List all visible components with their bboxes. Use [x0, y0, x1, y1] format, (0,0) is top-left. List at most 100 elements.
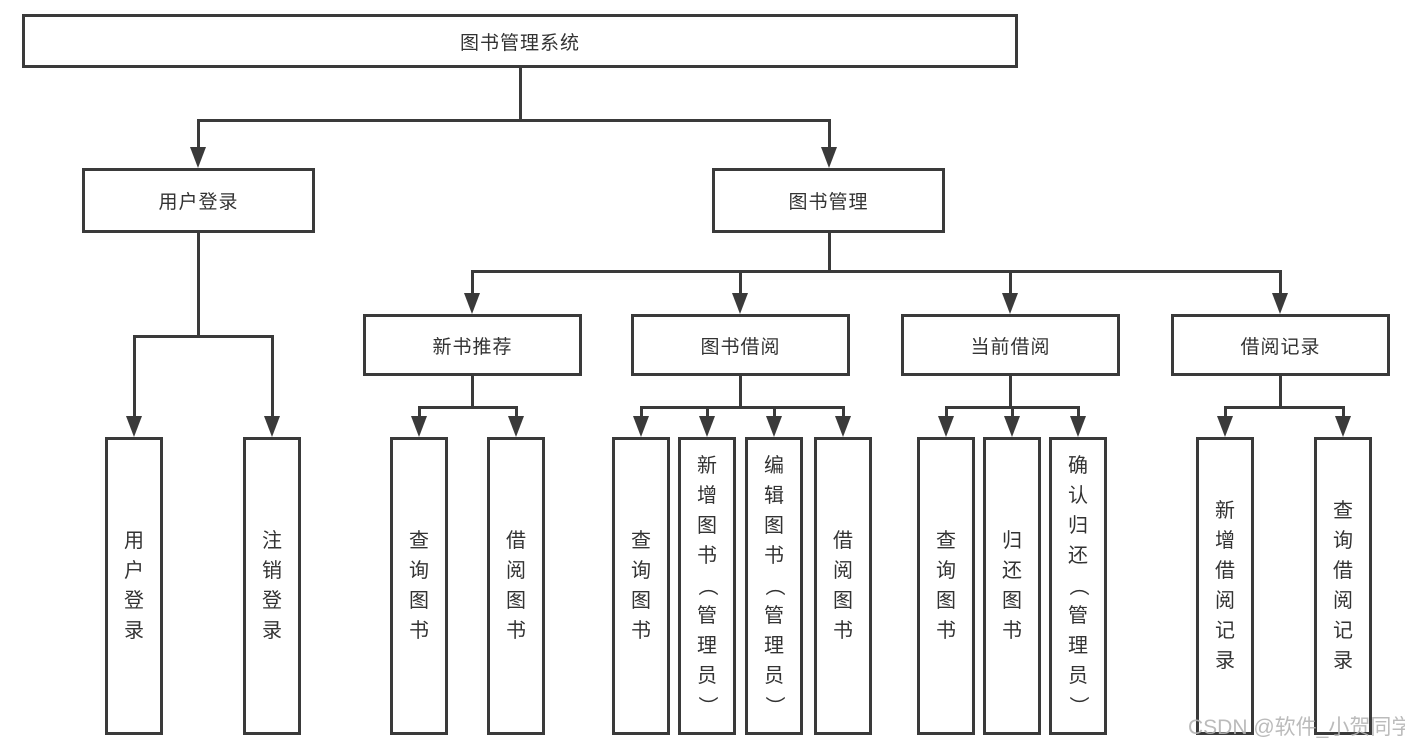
- connector-line: [738, 376, 742, 409]
- arrowhead-icon: [699, 416, 715, 437]
- connector-line: [639, 407, 643, 422]
- vertical-char: 理: [1068, 635, 1088, 657]
- vertical-char: 录: [1215, 650, 1235, 672]
- connector-line: [827, 120, 831, 153]
- vertical-char: 员: [697, 665, 717, 687]
- vertical-char: 员: [1068, 665, 1088, 687]
- vertical-char: 登: [262, 590, 282, 612]
- connector-line: [1223, 407, 1227, 422]
- connector-line: [841, 407, 845, 422]
- vertical-char: 用: [124, 530, 144, 552]
- vertical-char: 询: [1333, 530, 1353, 552]
- connector-line: [417, 407, 421, 422]
- leaf-return-books: 归还图书: [983, 437, 1041, 735]
- arrowhead-icon: [126, 416, 142, 437]
- vertical-char: 编: [764, 455, 784, 477]
- vertical-char: 图: [631, 590, 651, 612]
- connector-line: [772, 407, 776, 422]
- arrowhead-icon: [411, 416, 427, 437]
- vertical-char: 录: [1333, 650, 1353, 672]
- leaf-add-borrow-record: 新增借阅记录: [1196, 437, 1254, 735]
- arrowhead-icon: [938, 416, 954, 437]
- vertical-char: 确: [1068, 455, 1088, 477]
- vertical-char: 书: [936, 620, 956, 642]
- vertical-char: 书: [1002, 620, 1022, 642]
- vertical-char: 阅: [1333, 590, 1353, 612]
- node-label: 用户登录: [108, 440, 160, 732]
- vertical-char: 阅: [1215, 590, 1235, 612]
- connector-line: [944, 407, 948, 422]
- node-label: 新书推荐: [432, 336, 513, 358]
- vertical-char: 管: [764, 605, 784, 627]
- vertical-char: （: [1067, 576, 1089, 596]
- vertical-char: 登: [124, 590, 144, 612]
- node-user-login: 用户登录: [82, 168, 315, 233]
- vertical-char: 新: [697, 455, 717, 477]
- arrowhead-icon: [464, 293, 480, 314]
- arrowhead-icon: [766, 416, 782, 437]
- connector-line: [1278, 271, 1282, 299]
- leaf-query-books-1: 查询图书: [390, 437, 448, 735]
- connector-line: [1278, 376, 1282, 409]
- leaf-query-borrow-record: 查询借阅记录: [1314, 437, 1372, 735]
- node-label: 新增图书（管理员）: [681, 440, 733, 732]
- connector-line: [518, 68, 522, 122]
- arrowhead-icon: [1335, 416, 1351, 437]
- vertical-char: 查: [409, 530, 429, 552]
- vertical-char: 书: [409, 620, 429, 642]
- vertical-char: 图: [1002, 590, 1022, 612]
- vertical-char: 书: [697, 545, 717, 567]
- connector-line: [639, 405, 845, 409]
- arrowhead-icon: [264, 416, 280, 437]
- vertical-char: 注: [262, 530, 282, 552]
- vertical-char: 记: [1333, 620, 1353, 642]
- vertical-char: 借: [1333, 560, 1353, 582]
- vertical-char: 辑: [764, 485, 784, 507]
- node-label: 新增借阅记录: [1199, 440, 1251, 732]
- vertical-char: 录: [124, 620, 144, 642]
- vertical-char: 增: [1215, 530, 1235, 552]
- node-label: 用户登录: [158, 192, 239, 213]
- leaf-borrow-books-2: 借阅图书: [814, 437, 872, 735]
- connector-line: [1076, 407, 1080, 422]
- arrowhead-icon: [1004, 416, 1020, 437]
- leaf-query-books-2: 查询图书: [612, 437, 670, 735]
- connector-line: [827, 233, 831, 273]
- node-current-borrowing: 当前借阅: [901, 314, 1120, 376]
- vertical-char: 书: [506, 620, 526, 642]
- vertical-char: 借: [1215, 560, 1235, 582]
- node-label: 确认归还（管理员）: [1052, 440, 1104, 732]
- node-label: 图书借阅: [700, 336, 781, 358]
- arrowhead-icon: [1217, 416, 1233, 437]
- vertical-char: 理: [764, 635, 784, 657]
- node-new-book-recommend: 新书推荐: [363, 314, 582, 376]
- vertical-char: 图: [506, 590, 526, 612]
- vertical-char: 询: [631, 560, 651, 582]
- node-label: 查询图书: [393, 440, 445, 732]
- connector-line: [1008, 271, 1012, 299]
- vertical-char: 管: [1068, 605, 1088, 627]
- leaf-edit-books-admin: 编辑图书（管理员）: [745, 437, 803, 735]
- node-label: 归还图书: [986, 440, 1038, 732]
- vertical-char: 书: [764, 545, 784, 567]
- node-label: 编辑图书（管理员）: [748, 440, 800, 732]
- node-borrow-records: 借阅记录: [1171, 314, 1390, 376]
- vertical-char: 询: [409, 560, 429, 582]
- leaf-logout: 注销登录: [243, 437, 301, 735]
- vertical-char: 员: [764, 665, 784, 687]
- vertical-char: 认: [1068, 485, 1088, 507]
- node-label: 借阅图书: [490, 440, 542, 732]
- vertical-char: 书: [833, 620, 853, 642]
- connector-line: [270, 336, 274, 422]
- connector-line: [470, 376, 474, 409]
- vertical-char: 查: [936, 530, 956, 552]
- connector-line: [132, 334, 274, 338]
- arrowhead-icon: [508, 416, 524, 437]
- vertical-char: 管: [697, 605, 717, 627]
- vertical-char: 图: [936, 590, 956, 612]
- connector-line: [470, 269, 1282, 273]
- vertical-char: 图: [833, 590, 853, 612]
- leaf-add-books-admin: 新增图书（管理员）: [678, 437, 736, 735]
- vertical-char: 图: [764, 515, 784, 537]
